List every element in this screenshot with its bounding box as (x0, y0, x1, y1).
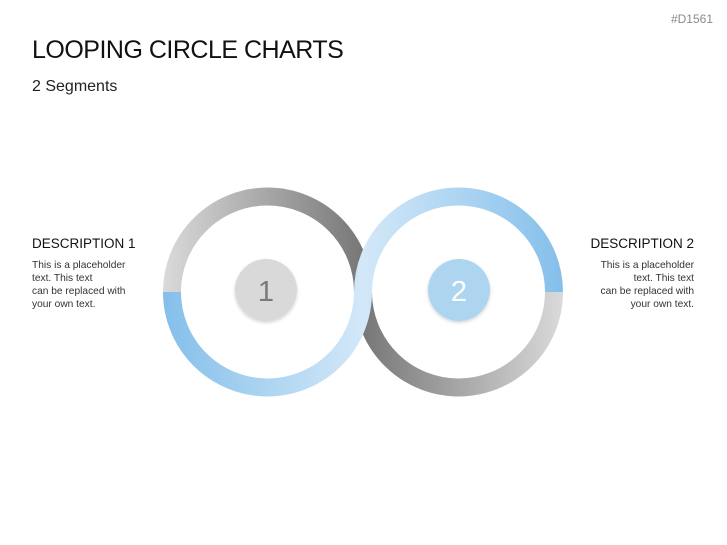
segment-2-badge: 2 (428, 259, 490, 321)
text-line: can be replaced with (600, 286, 694, 297)
segment-1-number: 1 (258, 276, 274, 308)
description-2-heading: DESCRIPTION 2 (590, 236, 694, 251)
text-line: your own text. (630, 299, 694, 310)
description-1: DESCRIPTION 1 This is a placeholder text… (32, 236, 172, 311)
slide-code: #D1561 (670, 12, 713, 26)
description-2-text: This is a placeholder text. This text ca… (554, 259, 694, 311)
description-2: DESCRIPTION 2 This is a placeholder text… (554, 236, 694, 311)
text-line: your own text. (32, 299, 96, 310)
blue-loop-band (163, 187, 563, 397)
text-line: can be replaced with (32, 286, 126, 297)
segment-2-number: 2 (451, 276, 467, 308)
description-1-text: This is a placeholder text. This text ca… (32, 259, 172, 311)
text-line: This is a placeholder (32, 260, 126, 271)
segment-1-badge: 1 (235, 259, 297, 321)
slide-title: LOOPING CIRCLE CHARTS (32, 36, 344, 64)
text-line: This is a placeholder (600, 260, 694, 271)
text-line: text. This text (633, 273, 694, 284)
text-line: text. This text (32, 273, 93, 284)
description-1-heading: DESCRIPTION 1 (32, 236, 136, 251)
slide-subtitle: 2 Segments (32, 78, 118, 95)
